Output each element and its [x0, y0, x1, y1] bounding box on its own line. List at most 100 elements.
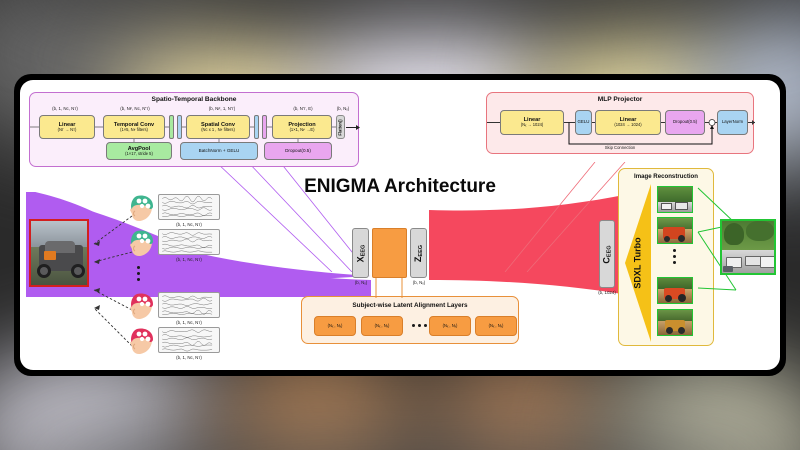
- x-eeg-text: XEEG: [355, 244, 367, 262]
- diagram-slide: Spatio-Temporal Backbone (b, 1, Nс, Nᴛ) …: [20, 80, 780, 370]
- subject-4-eeg-shape: (b, 1, Nс, Nᴛ): [176, 355, 202, 360]
- sdxl-turbo-text: SDXL Turbo: [633, 237, 644, 289]
- z-eeg-shape: (b, Nₓ): [412, 280, 426, 285]
- alignment-panel: Subject-wise Latent Alignment Layers (Nₓ…: [301, 296, 519, 344]
- dropout-bar: [262, 115, 267, 139]
- decoder-connectors: [504, 162, 626, 272]
- backbone-node-dropout[interactable]: Dropout(0.5): [264, 142, 332, 160]
- c-eeg-block[interactable]: CEEG: [599, 220, 615, 288]
- image-reconstruction-panel: Image Reconstruction SDXL Turbo: [618, 168, 714, 346]
- node-label: Linear: [523, 117, 541, 124]
- subject-2-eeg-trace: [158, 229, 220, 255]
- c-eeg-shape: (b, 1024): [598, 290, 616, 295]
- backbone-shape-1: (b, Nꜰ, Nс, N'ᴛ): [120, 106, 150, 111]
- backbone-node-linear[interactable]: Linear (Nᴛ → Nᴛ): [39, 115, 95, 139]
- subject-2-eeg-shape: (b, 1, Nс, Nᴛ): [176, 257, 202, 262]
- backbone-output-arrow: [346, 125, 360, 130]
- backbone-node-projection[interactable]: Projection (1×1, Nꜰ →E): [272, 115, 332, 139]
- recon-thumb-1[interactable]: [657, 217, 693, 244]
- subject-4-head-icon: [130, 328, 153, 355]
- sdxl-turbo-label: SDXL Turbo: [627, 224, 649, 302]
- backbone-node-spatial-conv[interactable]: Spatial Conv (Nс x 1 , Nꜰ filters): [186, 115, 250, 139]
- subject-4-eeg-trace: [158, 327, 220, 353]
- stimulus-subject-arrows: [93, 215, 133, 347]
- backbone-shape-3: (b, N'ᴛ, E): [293, 106, 313, 111]
- layer-label: (Nₓ , Nₓ): [327, 322, 343, 328]
- latent-alignment-block: [372, 228, 407, 278]
- reconstruction-output-arrows: [697, 187, 737, 291]
- node-label: Linear: [619, 117, 637, 124]
- node-label: BatchNorm + GELU: [198, 148, 240, 154]
- node-label: Temporal Conv: [113, 121, 155, 128]
- node-label: LayerNorm: [721, 119, 744, 125]
- node-label: Dropout(0.5): [285, 148, 311, 154]
- node-sublabel: (Nᴛ → Nᴛ): [57, 126, 77, 132]
- mlp-node-dropout[interactable]: Dropout(0.5): [665, 110, 705, 135]
- recon-panel-title: Image Reconstruction: [634, 173, 698, 180]
- alignment-layer-1[interactable]: (Nₓ , Nₓ): [361, 316, 403, 336]
- subject-1-head-icon: [130, 195, 153, 222]
- z-eeg-block[interactable]: ZEEG: [410, 228, 427, 278]
- backbone-node-batchnorm[interactable]: BatchNorm + GELU: [180, 142, 258, 160]
- avgpool-bar: [169, 115, 174, 139]
- layer-label: (Nₓ , Nₓ): [442, 322, 458, 328]
- node-label: AvgPool: [127, 145, 151, 152]
- backbone-shape-2: (b, Nꜰ, 1, N'ᴛ): [208, 106, 236, 111]
- backbone-shape-4: (b, Nₓ): [336, 106, 350, 111]
- node-label: Projection: [288, 121, 316, 128]
- recon-thumb-3[interactable]: [657, 309, 693, 336]
- stimulus-image[interactable]: [29, 219, 89, 287]
- mlp-node-layernorm[interactable]: LayerNorm: [717, 110, 748, 135]
- subject-1-eeg-shape: (b, 1, Nс, Nᴛ): [176, 222, 202, 227]
- recon-thumb-0[interactable]: [657, 186, 693, 213]
- mlp-panel-title: MLP Projector: [597, 96, 643, 103]
- backbone-internal-links: [30, 126, 336, 142]
- x-eeg-shape: (b, Nₓ): [354, 280, 368, 285]
- mlp-node-linear-2[interactable]: Linear (1024 → 1024): [595, 110, 661, 135]
- alignment-layer-3[interactable]: (Nₓ , Nₓ): [475, 316, 517, 336]
- batchnorm-bar-a: [177, 115, 182, 139]
- z-eeg-text: ZEEG: [413, 244, 424, 262]
- spatio-temporal-backbone-panel: Spatio-Temporal Backbone (b, 1, Nс, Nᴛ) …: [29, 92, 360, 167]
- backbone-node-temporal-conv[interactable]: Temporal Conv (1×5, Nꜰ filters): [103, 115, 165, 139]
- backbone-shape-0: (b, 1, Nс, Nᴛ): [52, 106, 78, 111]
- subject-3-head-icon: [130, 293, 153, 320]
- backbone-panel-title: Spatio-Temporal Backbone: [151, 96, 237, 103]
- encoder-funnel: [26, 192, 371, 297]
- sdxl-turbo-wedge: [625, 184, 651, 342]
- recon-ellipsis: [673, 249, 676, 264]
- mlp-projector-panel: MLP Projector Linear (Nₓ → 1024) GELU Li…: [486, 92, 755, 154]
- recon-thumb-2[interactable]: [657, 277, 693, 304]
- node-label: GELU: [577, 119, 590, 125]
- subjects-ellipsis: [137, 266, 140, 281]
- alignment-layer-0[interactable]: (Nₓ , Nₓ): [314, 316, 356, 336]
- backbone-node-avgpool[interactable]: AvgPool (1×17, stride 5): [106, 142, 172, 160]
- node-sublabel: (Nс x 1 , Nꜰ filters): [201, 126, 235, 132]
- subject-3-eeg-trace: [158, 292, 220, 318]
- subject-3-eeg-shape: (b, 1, Nс, Nᴛ): [176, 320, 202, 325]
- node-sublabel: (1×1, Nꜰ →E): [289, 126, 315, 132]
- batchnorm-bar-b: [254, 115, 259, 139]
- mlp-node-linear-1[interactable]: Linear (Nₓ → 1024): [500, 110, 564, 135]
- layer-label: (Nₓ , Nₓ): [374, 322, 390, 328]
- skip-connection-label: Skip Connection: [604, 145, 636, 150]
- x-eeg-block[interactable]: XEEG: [352, 228, 369, 278]
- node-label: Spatial Conv: [201, 121, 235, 128]
- alignment-layer-2[interactable]: (Nₓ , Nₓ): [429, 316, 471, 336]
- mlp-links: [487, 119, 755, 145]
- node-sublabel: (1024 → 1024): [614, 122, 642, 128]
- node-label: Linear: [58, 121, 76, 128]
- node-label: Dropout(0.5): [672, 119, 698, 125]
- final-reconstructed-image[interactable]: [720, 219, 776, 275]
- layer-label: (Nₓ , Nₓ): [488, 322, 504, 328]
- subject-1-eeg-trace: [158, 194, 220, 220]
- flatten-label: Flatten(): [336, 115, 345, 139]
- page-title: ENIGMA Architecture: [304, 176, 496, 197]
- mlp-node-gelu[interactable]: GELU: [575, 110, 592, 135]
- alignment-panel-title: Subject-wise Latent Alignment Layers: [352, 302, 468, 309]
- node-sublabel: (1×17, stride 5): [125, 150, 153, 156]
- node-sublabel: (Nₓ → 1024): [520, 122, 544, 128]
- node-sublabel: (1×5, Nꜰ filters): [120, 126, 148, 132]
- subject-2-head-icon: [130, 230, 153, 257]
